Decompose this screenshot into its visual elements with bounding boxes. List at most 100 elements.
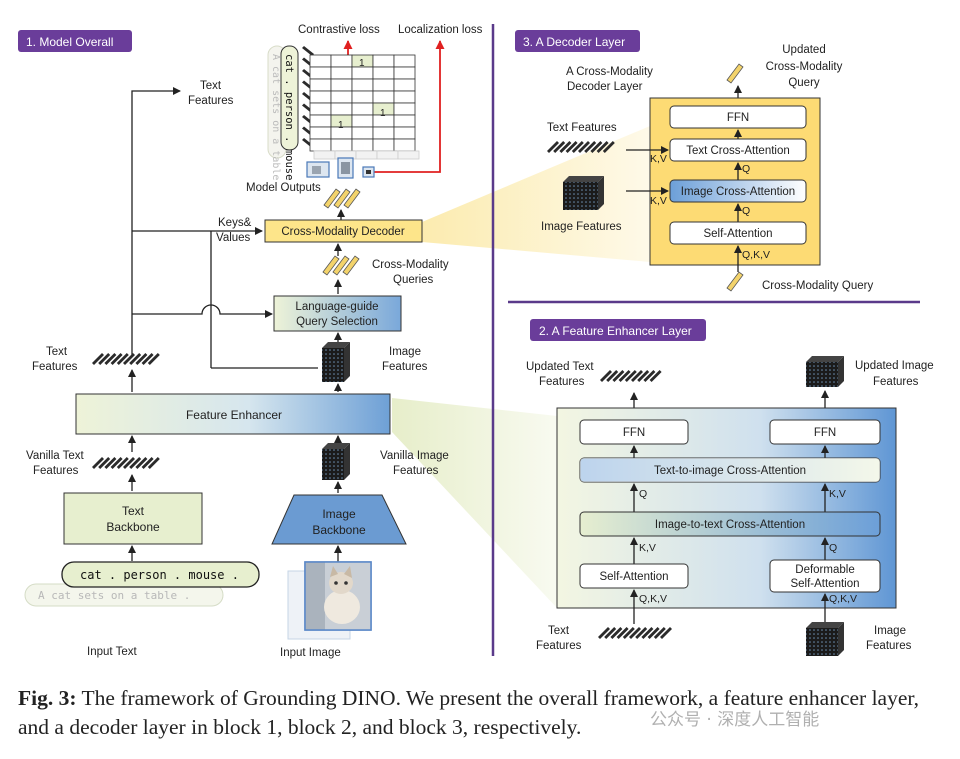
matrix-cell xyxy=(372,54,395,68)
feature-token xyxy=(135,457,148,469)
matrix-cell-faded xyxy=(397,150,420,160)
decoder-image-features-cube xyxy=(563,176,604,210)
fe-qkv-left: Q,K,V xyxy=(639,593,667,605)
decoder-text-features-tokens xyxy=(547,141,615,153)
matrix-cell xyxy=(309,138,332,152)
text-cross-attention xyxy=(669,138,807,162)
cross-modality-decoder xyxy=(264,219,423,243)
feature-token xyxy=(610,627,623,639)
text-features-top-2: Features xyxy=(188,95,234,107)
zoom-beam-decoder xyxy=(422,126,650,262)
updated-query-2: Cross-Modality xyxy=(766,61,843,73)
output-box-thumbnails xyxy=(306,157,375,179)
image-features-mid-cube xyxy=(322,342,350,382)
caption-label: Fig. 3: xyxy=(18,686,77,710)
feature-token xyxy=(135,353,148,365)
vertical-prompt-faded: A cat sets on a table . xyxy=(270,54,281,192)
deformable-2: Self-Attention xyxy=(790,578,859,590)
fe-ffn-right xyxy=(769,419,881,445)
cross-modality-queries-icon xyxy=(322,255,360,276)
decoder-kv-2: K,V xyxy=(650,195,667,207)
feature-token xyxy=(110,353,123,365)
feature-token xyxy=(600,370,612,382)
feature-token xyxy=(129,457,142,469)
matrix-cell xyxy=(330,66,353,80)
badge-feature-enhancer-layer xyxy=(530,319,706,341)
fe-input-text-tokens xyxy=(598,627,672,639)
matrix-cell xyxy=(309,126,332,140)
figure-caption: Fig. 3: The framework of Grounding DINO.… xyxy=(18,684,948,742)
matrix-cell xyxy=(309,114,332,128)
watermark: 公众号 · 深度人工智能 xyxy=(650,710,820,730)
feature-token xyxy=(116,353,129,365)
image-features-mid-2: Features xyxy=(382,361,428,373)
feature-token xyxy=(129,353,142,365)
matrix-cell xyxy=(393,54,416,68)
vanilla-image-1: Vanilla Image xyxy=(380,450,449,462)
cross-modality-decoder-label: Cross-Modality Decoder xyxy=(281,226,405,238)
updated-image-2: Features xyxy=(873,376,919,388)
badge-feature-enhancer-layer-label: 2. A Feature Enhancer Layer xyxy=(539,324,692,338)
similarity-matrix xyxy=(309,54,420,160)
feature-token xyxy=(98,457,111,469)
fe-ffn-right-label: FFN xyxy=(814,427,836,439)
badge-decoder-layer-label: 3. A Decoder Layer xyxy=(523,35,625,49)
decoder-image-features-label: Image Features xyxy=(541,221,622,233)
matrix-cell xyxy=(393,102,416,116)
decoder-text-features-label: Text Features xyxy=(547,122,617,134)
feature-token xyxy=(123,457,135,469)
feature-token xyxy=(559,141,572,153)
feature-token xyxy=(147,353,160,365)
fe-q-right: Q xyxy=(829,542,837,554)
feature-token xyxy=(104,457,117,469)
matrix-cell xyxy=(393,78,416,92)
feature-token xyxy=(643,370,656,382)
localization-loss-arrow xyxy=(374,40,445,173)
updated-text-tokens xyxy=(600,370,662,382)
matrix-cell xyxy=(309,66,332,80)
localization-loss-label: Localization loss xyxy=(398,24,483,36)
cm-query-label: Cross-Modality Query xyxy=(762,280,873,292)
matrix-cell xyxy=(330,54,353,68)
vanilla-image-cube xyxy=(322,443,350,480)
image-features-mid-1: Image xyxy=(389,346,421,358)
matrix-one-1: 1 xyxy=(359,58,365,69)
feature-token xyxy=(637,370,650,382)
decoder-input-query-token xyxy=(726,271,744,292)
prompt-pill xyxy=(61,561,260,588)
prompt-faded: A cat sets on a table . xyxy=(38,589,190,602)
zoom-beam-enhancer xyxy=(392,398,557,608)
matrix-cell xyxy=(372,78,395,92)
input-image-label: Input Image xyxy=(280,647,341,659)
feature-token xyxy=(147,457,160,469)
decoder-q-1: Q xyxy=(742,163,750,175)
decoder-ffn-label: FFN xyxy=(727,112,749,124)
text-backbone xyxy=(63,492,203,545)
feature-token xyxy=(584,141,597,153)
feature-token xyxy=(598,627,610,639)
updated-query-1: Updated xyxy=(782,44,825,56)
caption-text: The framework of Grounding DINO. We pres… xyxy=(18,686,920,739)
fe-self-attention-label: Self-Attention xyxy=(599,571,668,583)
t2i-overlay xyxy=(580,458,880,482)
matrix-cell xyxy=(309,90,332,104)
updated-image-cube xyxy=(806,356,844,387)
matrix-cell-faded xyxy=(355,150,378,160)
matrix-one-2: 1 xyxy=(380,108,386,119)
image-backbone xyxy=(271,494,407,545)
feature-token xyxy=(596,141,609,153)
language-guide-query-selection xyxy=(273,295,402,332)
matrix-cell xyxy=(351,90,374,104)
feature-token xyxy=(602,141,615,153)
updated-text-2: Features xyxy=(539,376,585,388)
badge-decoder-layer xyxy=(515,30,640,52)
keys-values-2: Values xyxy=(216,232,251,244)
feature-token xyxy=(547,141,559,153)
text-features-mid-2: Features xyxy=(32,361,78,373)
feature-token xyxy=(578,141,590,153)
updated-text-1: Updated Text xyxy=(526,361,594,373)
matrix-cell xyxy=(393,114,416,128)
feature-token xyxy=(553,141,566,153)
updated-query-3: Query xyxy=(788,77,820,89)
keys-values-1: Keys& xyxy=(218,217,252,229)
